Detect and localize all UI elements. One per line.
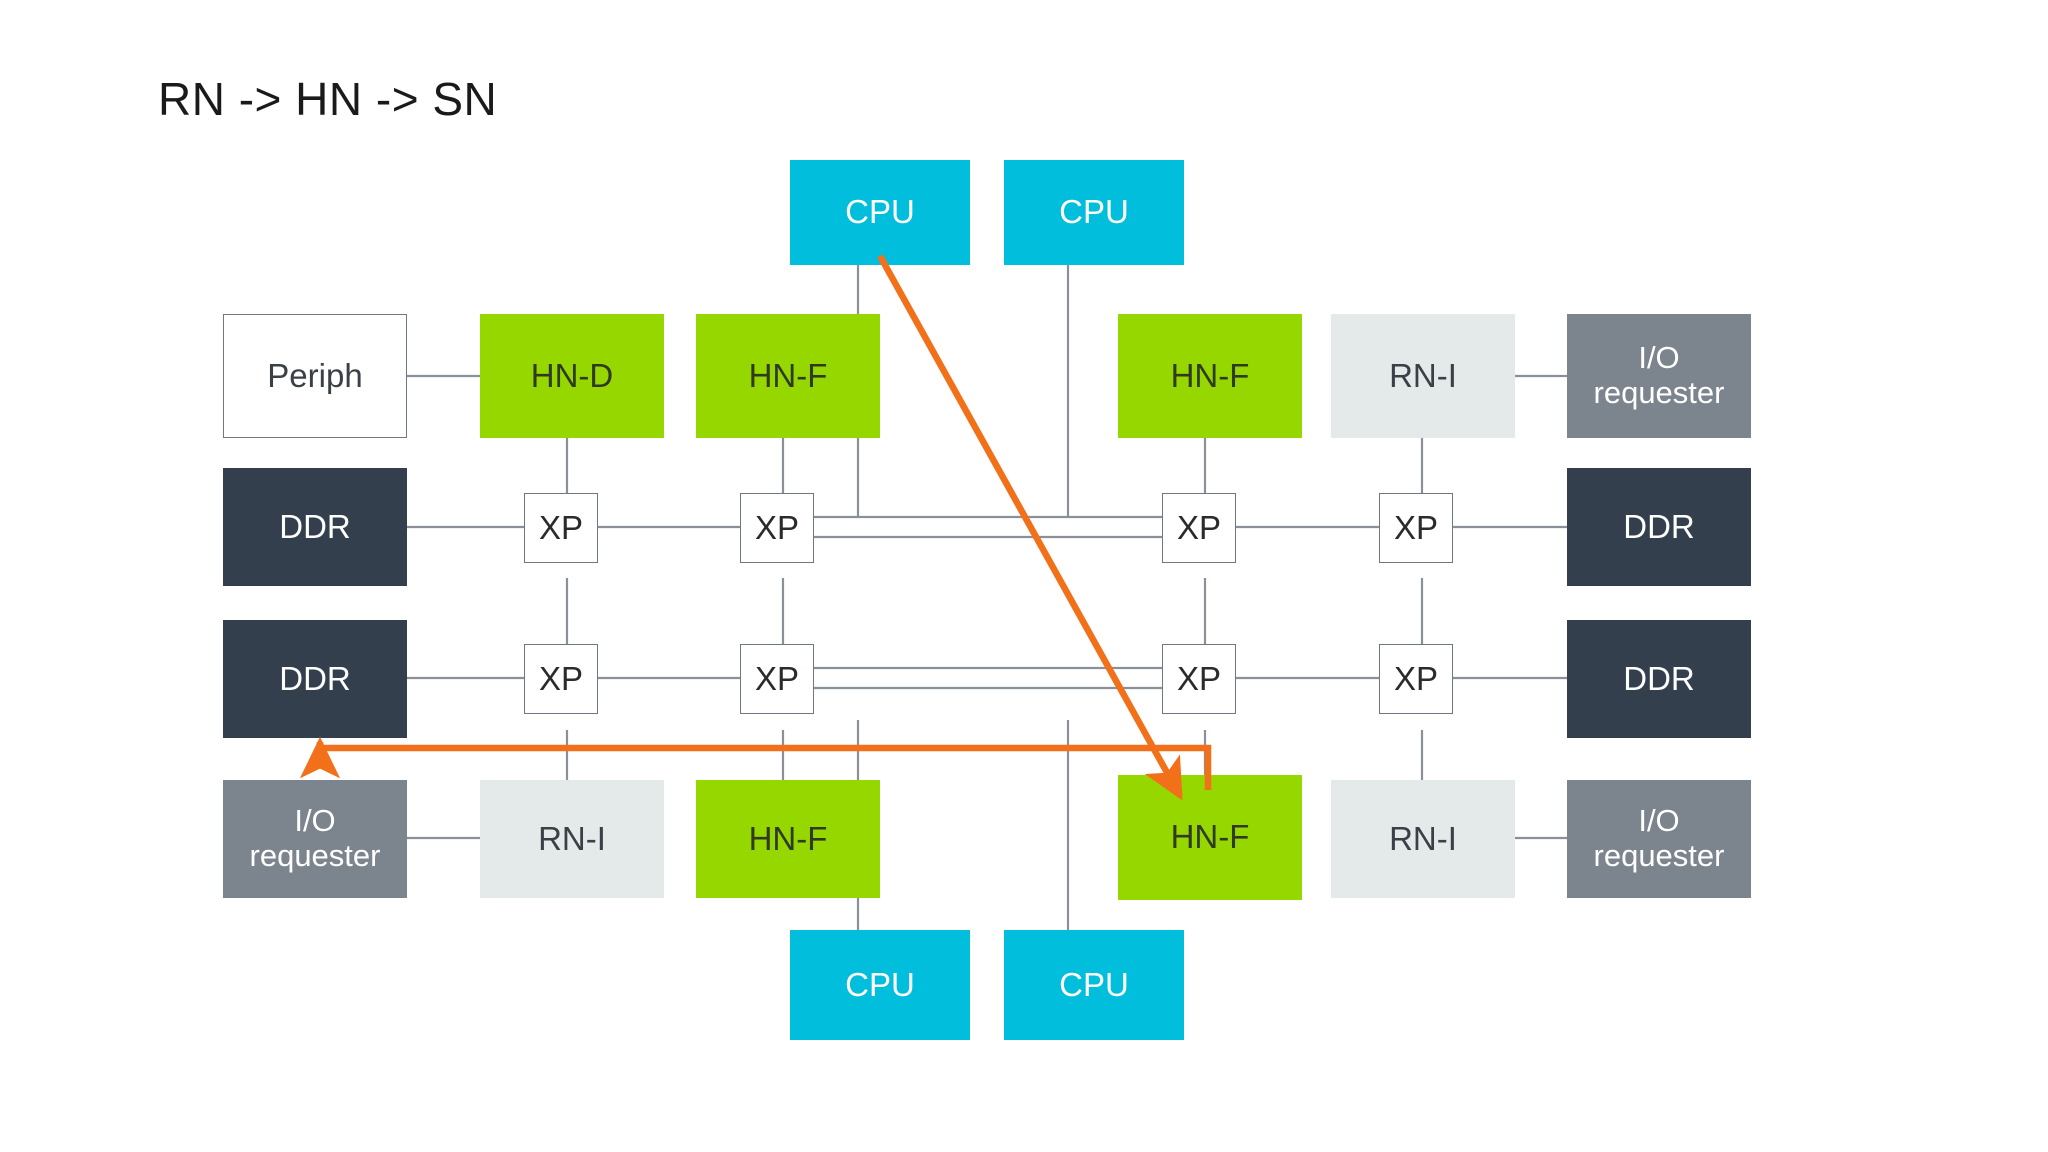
node-cpu-top-right[interactable]: CPU: [1004, 160, 1184, 265]
node-label: XP: [1393, 659, 1439, 697]
node-cpu-bottom-right[interactable]: CPU: [1004, 930, 1184, 1040]
node-rn-i-top[interactable]: RN-I: [1331, 314, 1515, 438]
node-ddr-row0-right[interactable]: DDR: [1567, 468, 1751, 586]
node-xp-r0-c2[interactable]: XP: [1162, 493, 1236, 563]
node-label-line2: requester: [249, 838, 381, 873]
page-title: RN -> HN -> SN: [158, 73, 498, 125]
node-label: CPU: [845, 193, 915, 231]
node-label: HN-F: [1170, 818, 1250, 856]
node-hn-d[interactable]: HN-D: [480, 314, 664, 438]
node-hn-f-bottom-right[interactable]: HN-F: [1118, 775, 1302, 900]
node-xp-r1-c0[interactable]: XP: [524, 644, 598, 714]
node-label: DDR: [1623, 507, 1695, 545]
node-xp-r0-c0[interactable]: XP: [524, 493, 598, 563]
node-label: Periph: [267, 356, 363, 394]
node-ddr-row1-right[interactable]: DDR: [1567, 620, 1751, 738]
node-label: XP: [1176, 659, 1222, 697]
node-xp-r1-c2[interactable]: XP: [1162, 644, 1236, 714]
node-label-line1: I/O: [1638, 803, 1680, 839]
node-ddr-row1-left[interactable]: DDR: [223, 620, 407, 738]
node-label: XP: [538, 508, 584, 546]
node-label: HN-D: [530, 356, 614, 394]
node-io-requester-top[interactable]: I/O requester: [1567, 314, 1751, 438]
node-label: DDR: [279, 507, 351, 545]
node-label: RN-I: [1389, 356, 1457, 394]
node-label: XP: [538, 659, 584, 697]
node-rn-i-bottom-left[interactable]: RN-I: [480, 780, 664, 898]
node-io-requester-bottom-left[interactable]: I/O requester: [223, 780, 407, 898]
node-label: XP: [1393, 508, 1439, 546]
node-hn-f-top-left[interactable]: HN-F: [696, 314, 880, 438]
node-hn-f-bottom-left[interactable]: HN-F: [696, 780, 880, 898]
node-periph[interactable]: Periph: [223, 314, 407, 438]
node-label: HN-F: [748, 819, 828, 857]
node-label: HN-F: [1170, 356, 1250, 394]
node-cpu-bottom-left[interactable]: CPU: [790, 930, 970, 1040]
node-xp-r1-c1[interactable]: XP: [740, 644, 814, 714]
node-label: XP: [754, 508, 800, 546]
node-xp-r1-c3[interactable]: XP: [1379, 644, 1453, 714]
node-label-line1: I/O: [294, 803, 336, 839]
node-label: RN-I: [538, 819, 606, 857]
node-label-line2: requester: [1593, 375, 1725, 410]
node-label: DDR: [1623, 659, 1695, 697]
node-cpu-top-left[interactable]: CPU: [790, 160, 970, 265]
node-xp-r0-c3[interactable]: XP: [1379, 493, 1453, 563]
node-label: RN-I: [1389, 819, 1457, 857]
node-rn-i-bottom-right[interactable]: RN-I: [1331, 780, 1515, 898]
node-label-line1: I/O: [1638, 340, 1680, 376]
node-io-requester-bottom-right[interactable]: I/O requester: [1567, 780, 1751, 898]
node-label: CPU: [845, 965, 915, 1003]
node-hn-f-top-right[interactable]: HN-F: [1118, 314, 1302, 438]
node-label: CPU: [1059, 965, 1129, 1003]
node-label: HN-F: [748, 356, 828, 394]
node-label: CPU: [1059, 193, 1129, 231]
node-label-line2: requester: [1593, 838, 1725, 873]
node-xp-r0-c1[interactable]: XP: [740, 493, 814, 563]
node-label: XP: [754, 659, 800, 697]
node-label: XP: [1176, 508, 1222, 546]
node-label: DDR: [279, 659, 351, 697]
node-ddr-row0-left[interactable]: DDR: [223, 468, 407, 586]
